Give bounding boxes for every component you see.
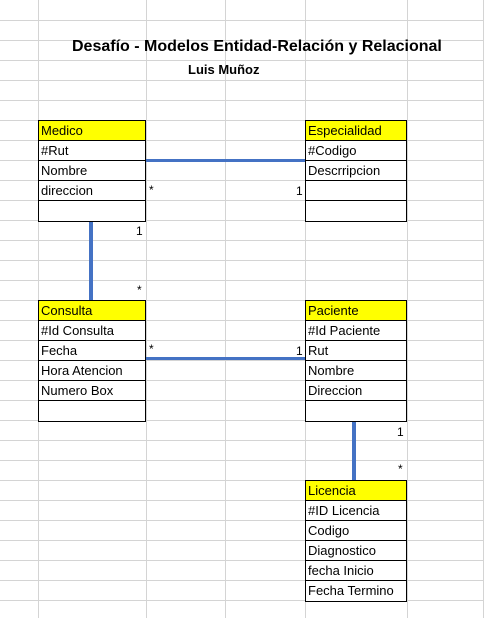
- attribute-cell[interactable]: Descrripcion: [306, 161, 406, 181]
- connector-medico-consulta[interactable]: [89, 220, 93, 300]
- attribute-cell[interactable]: [306, 181, 406, 201]
- attribute-cell[interactable]: #Id Consulta: [39, 321, 145, 341]
- attribute-cell[interactable]: Hora Atencion: [39, 361, 145, 381]
- attribute-cell[interactable]: Numero Box: [39, 381, 145, 401]
- entity-especialidad[interactable]: Especialidad #Codigo Descrripcion: [305, 120, 407, 222]
- attribute-cell[interactable]: Rut: [306, 341, 406, 361]
- attribute-cell[interactable]: Nombre: [39, 161, 145, 181]
- cardinality-medico-especialidad-many[interactable]: *: [149, 183, 154, 197]
- connector-consulta-paciente[interactable]: [146, 357, 305, 360]
- attribute-cell[interactable]: #ID Licencia: [306, 501, 406, 521]
- cardinality-medico-especialidad-one[interactable]: 1: [296, 184, 303, 198]
- entity-header-consulta[interactable]: Consulta: [39, 301, 145, 321]
- cardinality-paciente-licencia-one[interactable]: 1: [397, 425, 404, 439]
- cardinality-paciente-licencia-many[interactable]: *: [398, 462, 403, 476]
- page-title[interactable]: Desafío - Modelos Entidad-Relación y Rel…: [72, 38, 442, 55]
- entity-header-licencia[interactable]: Licencia: [306, 481, 406, 501]
- attribute-cell[interactable]: [39, 201, 145, 221]
- attribute-cell[interactable]: direccion: [39, 181, 145, 201]
- attribute-cell[interactable]: Fecha Termino: [308, 583, 394, 598]
- attribute-cell[interactable]: #Rut: [39, 141, 145, 161]
- attribute-cell[interactable]: fecha Inicio: [306, 561, 406, 581]
- author-name[interactable]: Luis Muñoz: [188, 62, 260, 77]
- cardinality-consulta-paciente-many[interactable]: *: [149, 342, 154, 356]
- entity-licencia[interactable]: Licencia #ID Licencia Codigo Diagnostico…: [305, 480, 407, 602]
- cardinality-consulta-paciente-one[interactable]: 1: [296, 344, 303, 358]
- attribute-cell[interactable]: [306, 201, 406, 221]
- attribute-cell[interactable]: [39, 401, 145, 421]
- attribute-cell[interactable]: #Codigo: [306, 141, 406, 161]
- entity-consulta[interactable]: Consulta #Id Consulta Fecha Hora Atencio…: [38, 300, 146, 422]
- entity-paciente[interactable]: Paciente #Id Paciente Rut Nombre Direcci…: [305, 300, 407, 422]
- entity-header-especialidad[interactable]: Especialidad: [306, 121, 406, 141]
- attribute-cell[interactable]: Diagnostico: [306, 541, 406, 561]
- cardinality-medico-consulta-many[interactable]: *: [137, 283, 142, 297]
- entity-medico[interactable]: Medico #Rut Nombre direccion: [38, 120, 146, 222]
- connector-paciente-licencia[interactable]: [352, 420, 356, 480]
- cardinality-medico-consulta-one[interactable]: 1: [136, 224, 143, 238]
- attribute-cell[interactable]: Fecha: [39, 341, 145, 361]
- attribute-cell[interactable]: Direccion: [306, 381, 406, 401]
- attribute-cell[interactable]: Nombre: [306, 361, 406, 381]
- attribute-cell[interactable]: [306, 401, 406, 421]
- entity-header-paciente[interactable]: Paciente: [306, 301, 406, 321]
- attribute-cell[interactable]: #Id Paciente: [306, 321, 406, 341]
- connector-medico-especialidad[interactable]: [146, 159, 305, 162]
- attribute-cell[interactable]: Codigo: [306, 521, 406, 541]
- entity-header-medico[interactable]: Medico: [39, 121, 145, 141]
